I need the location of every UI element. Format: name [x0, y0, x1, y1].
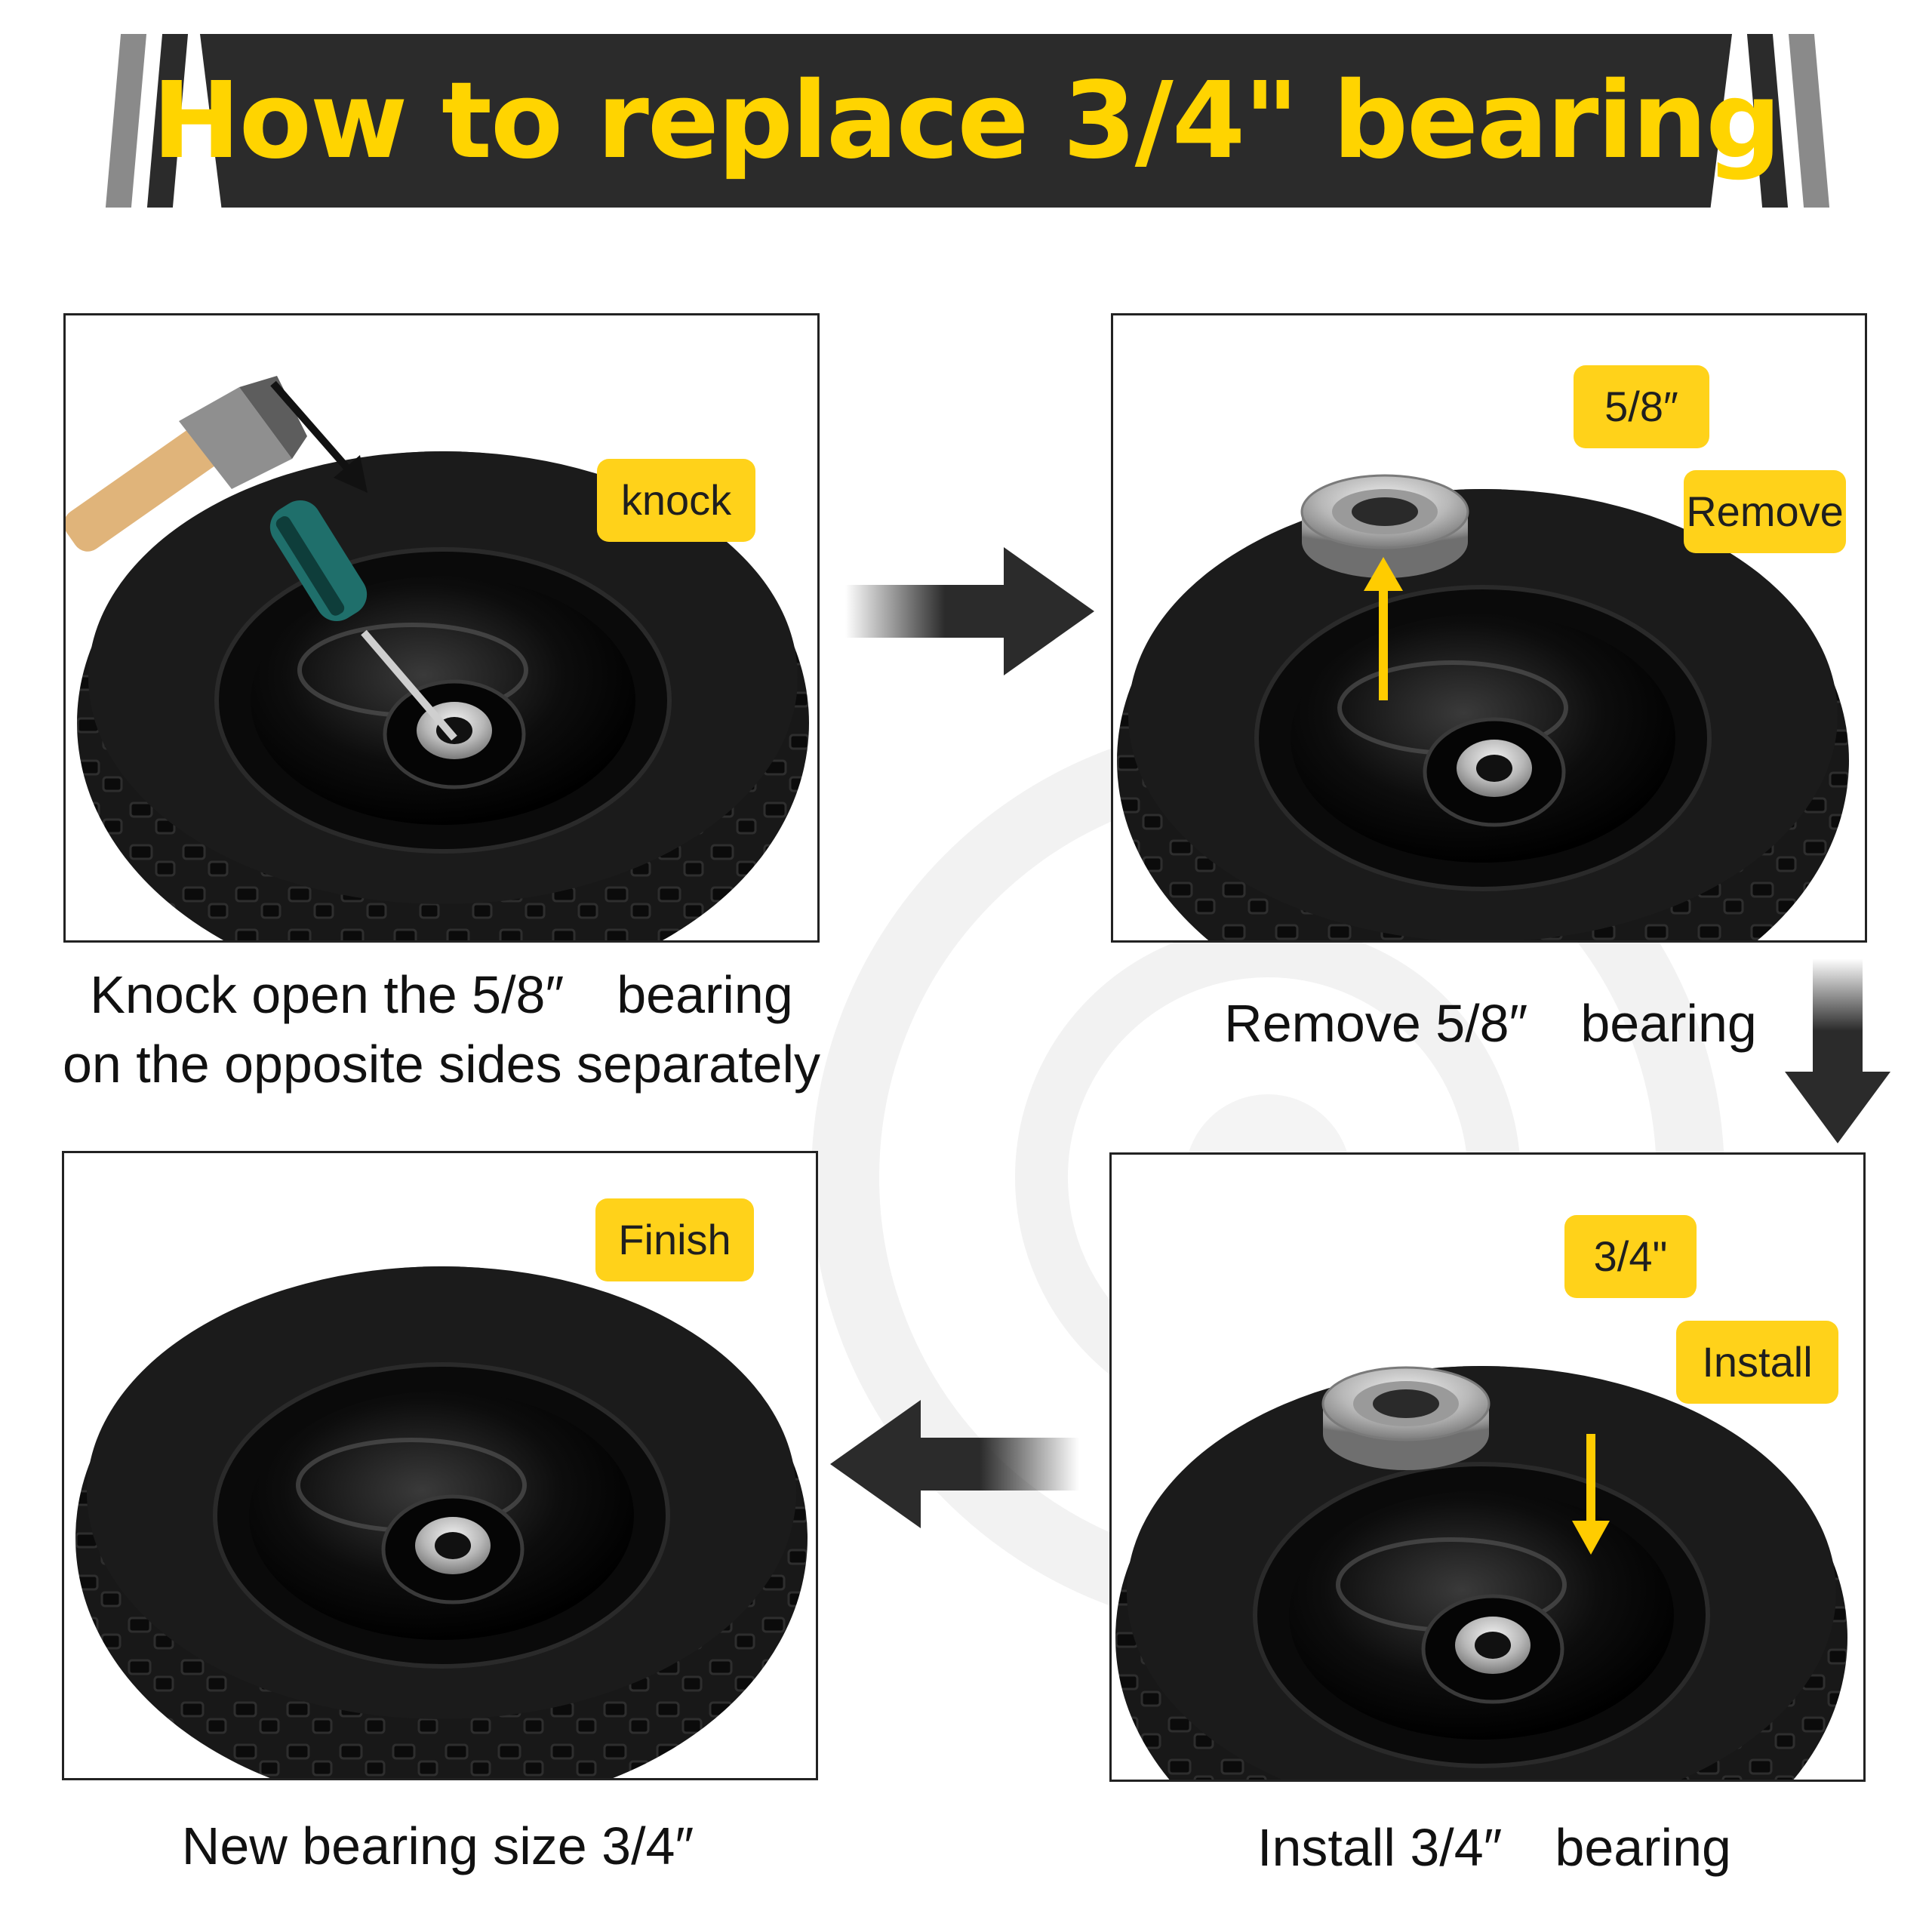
tire-scene [1112, 1155, 1863, 1780]
screwdriver-icon [269, 500, 457, 741]
finish-badge: Finish [595, 1198, 754, 1281]
step-2-panel: 5/8″ Remove [1111, 313, 1867, 943]
arrow-down-icon [1572, 1434, 1610, 1555]
step-2-caption: Remove 5/8″ bearing [1224, 994, 1757, 1053]
step-4-panel: Finish [62, 1151, 818, 1780]
step-3-panel: 3/4" Install [1109, 1152, 1866, 1782]
bearing-icon [1321, 1366, 1491, 1472]
install-badge: Install [1676, 1321, 1838, 1404]
step-3-caption: Install 3/4″ bearing [1257, 1818, 1731, 1877]
page-title: How to replace 3/4" bearing [152, 59, 1782, 183]
remove-badge: Remove [1684, 470, 1846, 553]
step-4-caption: New bearing size 3/4″ [181, 1817, 694, 1875]
banner-bar [200, 34, 1732, 208]
arrow-right-icon [845, 547, 1094, 675]
size-badge: 3/4" [1564, 1215, 1697, 1298]
size-badge: 5/8″ [1574, 365, 1709, 448]
arrow-down-icon [270, 380, 368, 493]
knock-badge: knock [597, 459, 755, 542]
tire-scene [1113, 474, 1865, 940]
arrow-up-icon [1364, 557, 1403, 700]
step-1-panel: knock [63, 313, 820, 943]
step-1-caption-line: on the opposite sides separately [63, 1035, 820, 1094]
tire-scene [66, 376, 817, 940]
title-banner: How to replace 3/4" bearing [105, 34, 1830, 208]
step-1-caption: Knock open the 5/8″ bearing on the oppos… [45, 960, 838, 1099]
step-1-caption-line: Knock open the 5/8″ bearing [90, 965, 793, 1024]
hammer-icon [66, 376, 307, 552]
arrow-down-icon [1785, 958, 1890, 1143]
arrow-left-icon [830, 1400, 1079, 1528]
